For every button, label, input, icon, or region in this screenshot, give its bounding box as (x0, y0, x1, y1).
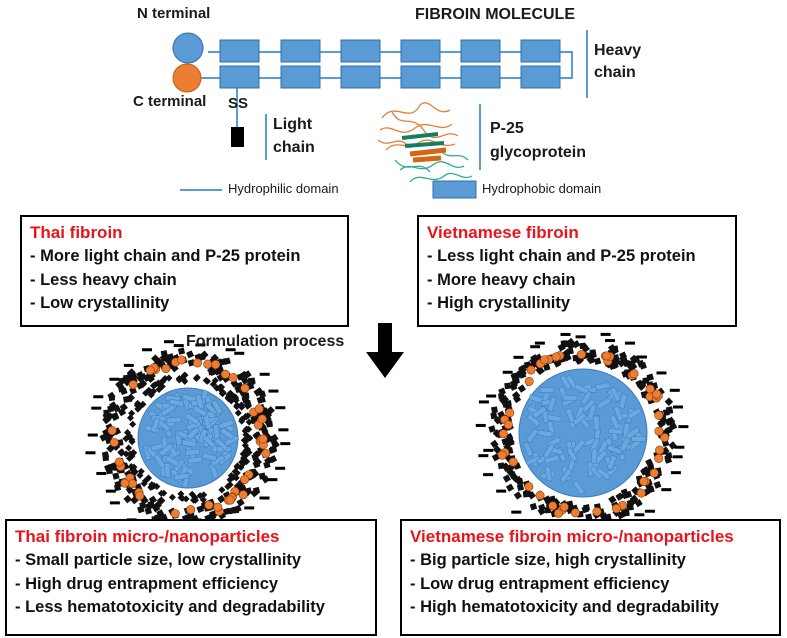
hydrophobic-domain-block (340, 39, 381, 63)
vietnamese-nanoparticle (475, 332, 689, 533)
ss-label: SS (228, 95, 249, 112)
hydrophobic-domain-blocks (219, 39, 561, 89)
list-item: - Less light chain and P-25 protein (427, 247, 696, 265)
hydrophobic-domain-block (219, 65, 260, 89)
hydrophobic-legend-label: Hydrophobic domain (482, 181, 602, 196)
thai-nanoparticle (85, 340, 291, 535)
viet-particles-box: Vietnamese fibroin micro-/nanoparticles … (400, 519, 781, 636)
list-item: - More light chain and P-25 protein (30, 247, 301, 265)
list-item: - More heavy chain (427, 270, 576, 289)
hydrophobic-domain-block (520, 65, 561, 89)
hydrophobic-domain-block (460, 65, 501, 89)
hydrophobic-domain-block (400, 65, 441, 89)
viet-particles-title: Vietnamese fibroin micro-/nanoparticles (410, 527, 734, 546)
process-label: Formulation process (186, 333, 345, 350)
list-item: - Big particle size, high crystallinity (410, 551, 686, 569)
list-item: - Low drug entrapment efficiency (410, 574, 670, 593)
viet-fibroin-box: Vietnamese fibroin - Less light chain an… (417, 215, 737, 327)
hydrophobic-domain-block (219, 39, 260, 63)
process-arrow-icon (366, 323, 404, 378)
hydrophobic-legend-swatch (432, 180, 477, 199)
hydrophobic-domain-block (400, 39, 441, 63)
heavy-chain-linkers (200, 51, 573, 127)
thai-particles-box: Thai fibroin micro-/nanoparticles - Smal… (5, 519, 377, 636)
list-item: - High crystallinity (427, 294, 571, 312)
n-terminal-label: N terminal (137, 5, 211, 22)
n-terminal-circle (172, 32, 204, 64)
hydrophobic-domain-block (280, 39, 321, 63)
list-item: - High drug entrapment efficiency (15, 574, 279, 593)
list-item: - Less hematotoxicity and degradability (15, 598, 325, 616)
hydrophobic-domain-block (520, 39, 561, 63)
hydrophobic-domain-block (280, 65, 321, 89)
list-item: - Small particle size, low crystallinity (15, 551, 302, 569)
list-item: - Less heavy chain (30, 270, 177, 289)
thai-fibroin-title: Thai fibroin (30, 223, 123, 242)
c-terminal-circle (172, 63, 202, 93)
thai-particles-title: Thai fibroin micro-/nanoparticles (15, 527, 280, 546)
light-chain-label: Light chain (273, 116, 315, 156)
hydrophilic-legend-label: Hydrophilic domain (228, 181, 339, 196)
diagram-title: FIBROIN MOLECULE (415, 6, 575, 23)
p25-protein-structure (377, 102, 473, 183)
p25-label: P-25 glycoprotein (490, 120, 587, 161)
light-chain-block (231, 127, 244, 147)
list-item: - High hematotoxicity and degradability (410, 598, 719, 616)
viet-fibroin-title: Vietnamese fibroin (427, 223, 579, 242)
c-terminal-label: C terminal (133, 93, 207, 110)
thai-fibroin-box: Thai fibroin - More light chain and P-25… (20, 215, 349, 327)
hydrophobic-domain-block (340, 65, 381, 89)
heavy-chain-label: Heavy chain (594, 42, 642, 81)
hydrophobic-domain-block (460, 39, 501, 63)
list-item: - Low crystallinity (30, 294, 170, 312)
